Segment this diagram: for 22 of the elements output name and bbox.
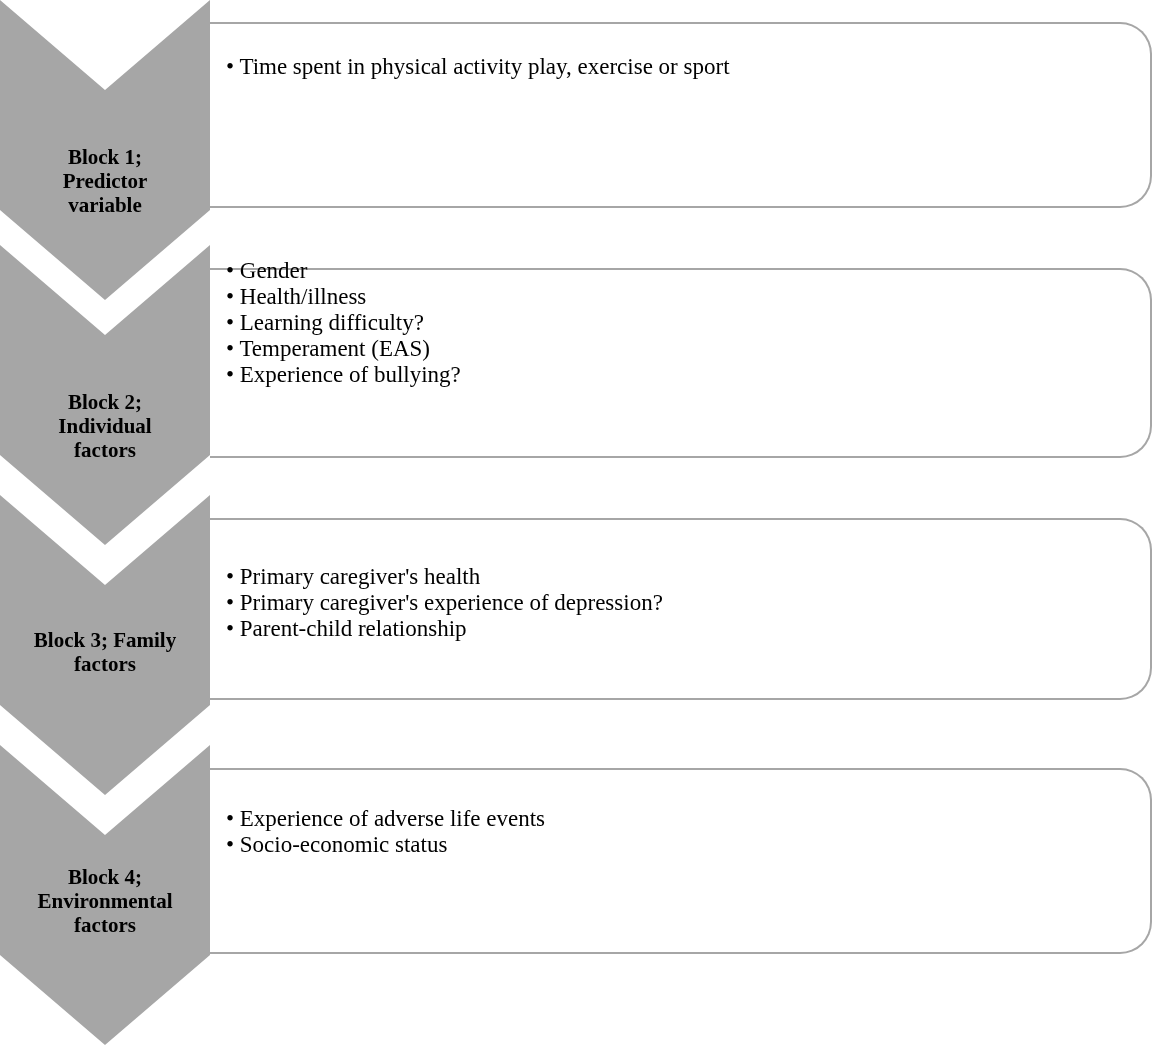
bullet-item: • Primary caregiver's experience of depression?	[226, 590, 664, 616]
bullet-item: • Experience of bullying?	[226, 362, 462, 388]
bullet-item: • Gender	[226, 258, 309, 284]
block-label: Block 3; Family factors	[32, 628, 178, 676]
chevron-shape	[0, 245, 210, 545]
bullet-item: • Health/illness	[226, 284, 368, 310]
chevron-shape	[0, 0, 210, 300]
block-label: Block 4; Environmental factors	[36, 865, 174, 937]
bullet-item: • Primary caregiver's health	[226, 564, 482, 590]
bullet-item: • Experience of adverse life events	[226, 806, 547, 832]
block-label: Block 1; Predictor variable	[61, 145, 149, 217]
block-label: Block 2; Individual factors	[57, 390, 153, 462]
content-panel	[210, 22, 1152, 208]
chevron-shape	[0, 745, 210, 1045]
bullet-item: • Parent-child relationship	[226, 616, 468, 642]
chevron-shape	[0, 495, 210, 795]
bullet-item: • Temperament (EAS)	[226, 336, 431, 362]
content-panel	[210, 518, 1152, 700]
content-panel	[210, 768, 1152, 954]
bullet-item: • Learning difficulty?	[226, 310, 425, 336]
bullet-item: • Time spent in physical activity play, exercise or sport	[226, 54, 731, 80]
bullet-item: • Socio-economic status	[226, 832, 449, 858]
